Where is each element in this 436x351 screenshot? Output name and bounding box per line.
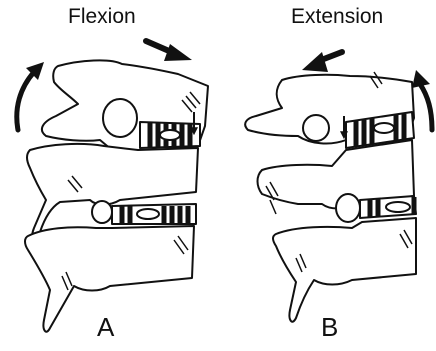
panel-a-letter: A: [97, 312, 114, 343]
panel-b-letter: B: [321, 312, 338, 343]
extension-rotation-arrow-icon: [412, 70, 432, 130]
panel-b-extension-drawing: [245, 52, 432, 322]
extension-lower-facet: [336, 194, 360, 222]
extension-upper-facet: [303, 115, 329, 141]
panel-a-flexion-drawing: [17, 41, 208, 332]
flexion-upper-disc: [140, 122, 200, 148]
panel-b-title: Extension: [291, 5, 383, 29]
panel-a-title: Flexion: [68, 5, 136, 29]
flexion-upper-facet: [103, 99, 137, 137]
flexion-translation-arrow-icon: [146, 41, 192, 61]
extension-lower-vertebra: [273, 218, 416, 322]
flexion-lower-facet: [92, 201, 112, 223]
flexion-lower-disc: [112, 204, 196, 224]
extension-lower-disc: [360, 196, 416, 218]
flexion-rotation-arrow-icon: [17, 62, 44, 130]
extension-translation-arrow-icon: [302, 52, 342, 72]
